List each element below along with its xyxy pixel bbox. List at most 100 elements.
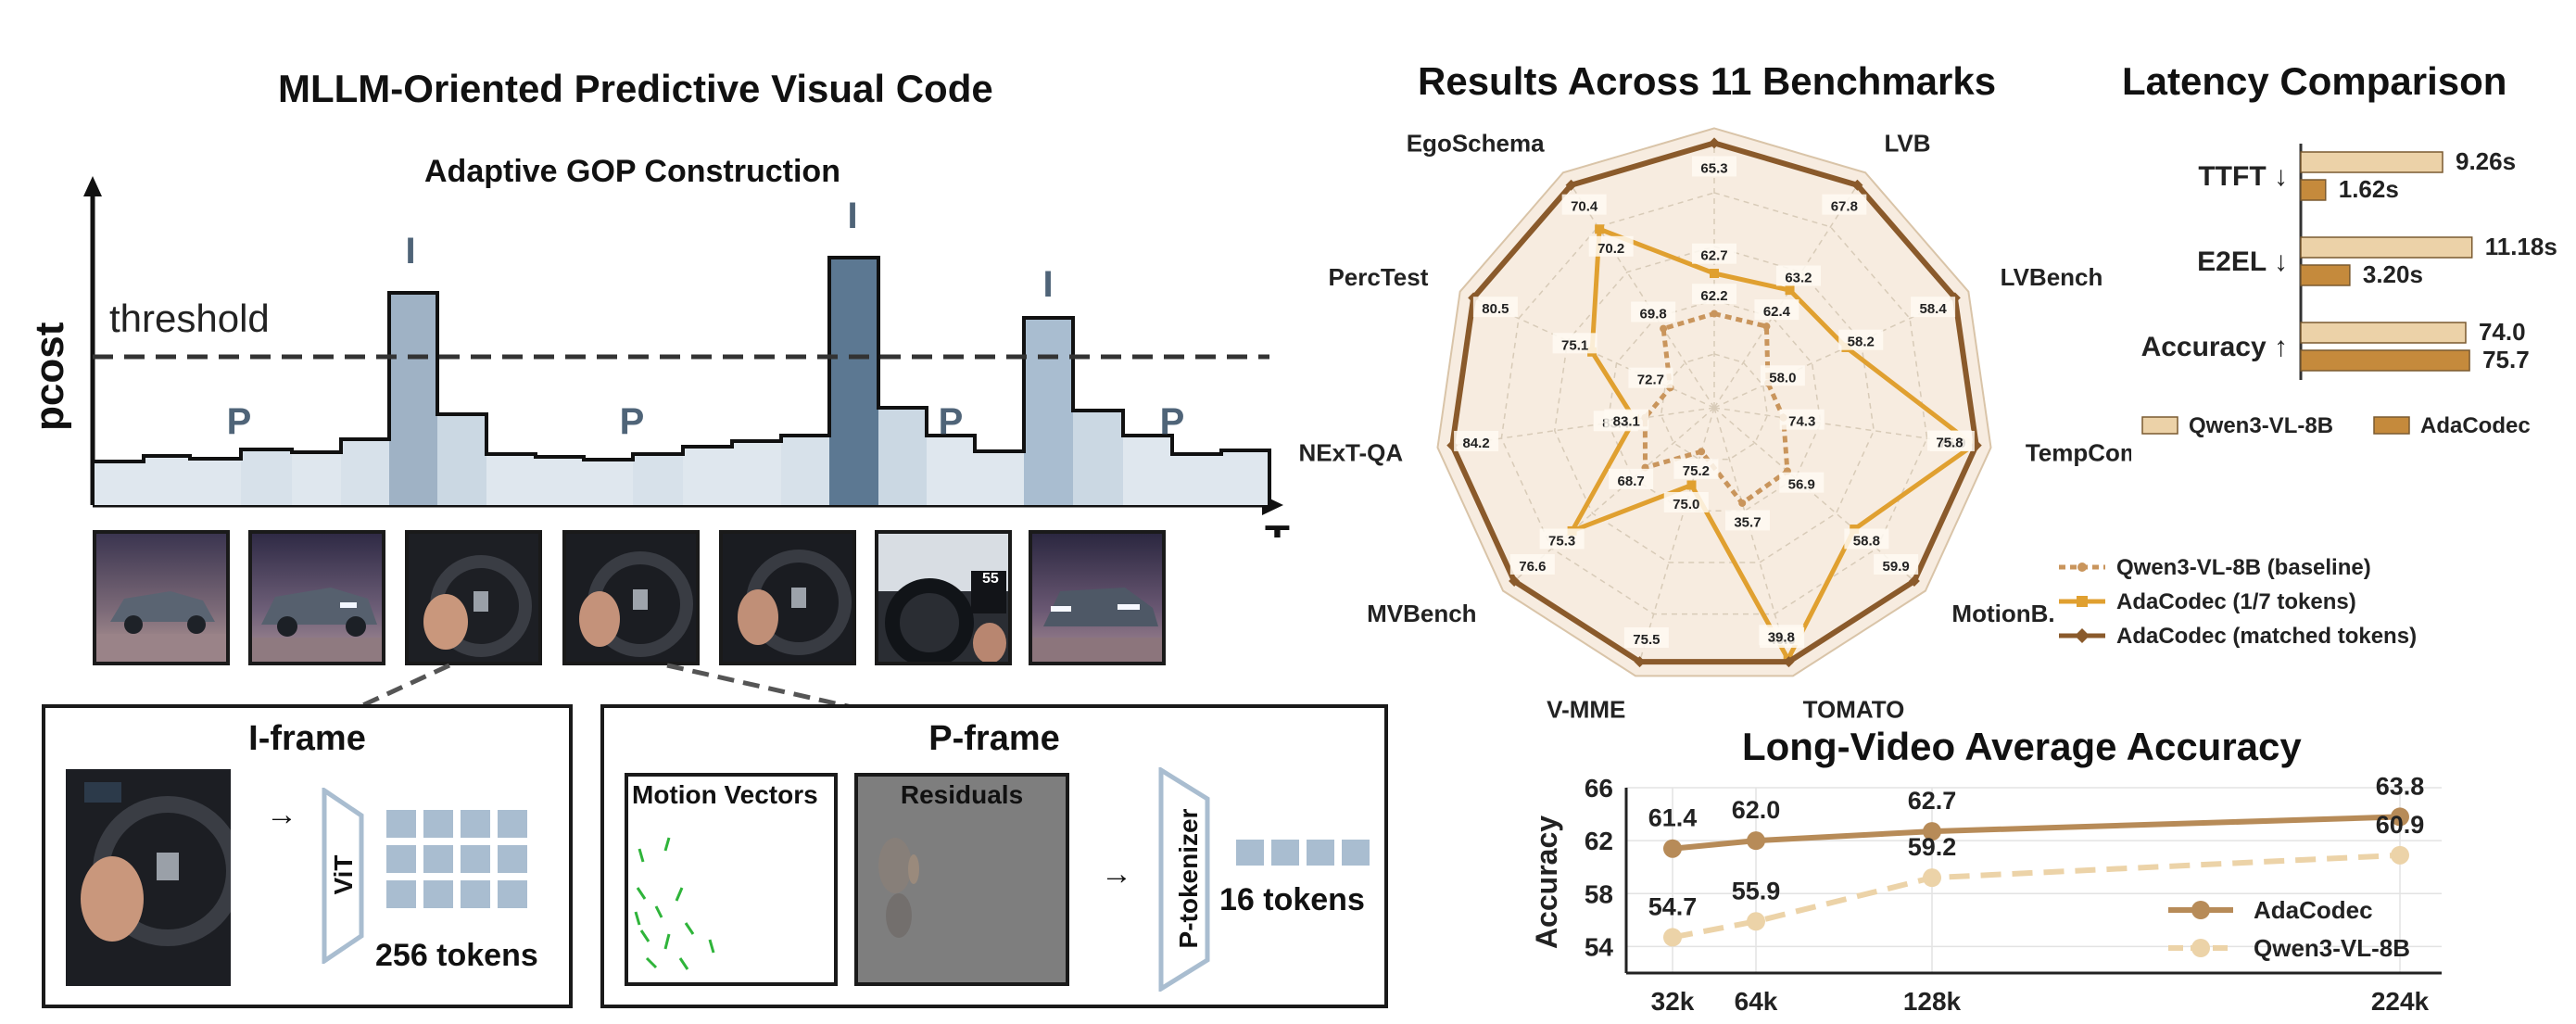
latency-value-qwen: 11.18s [2485, 233, 2557, 260]
radar-spoke [1713, 407, 1981, 448]
radar-value-label: 75.1 [1561, 337, 1588, 353]
gop-frame-bar [1123, 436, 1172, 505]
radar-value-bg [1844, 528, 1889, 550]
radar-point [1711, 310, 1718, 318]
gop-frame-bar [93, 461, 144, 505]
gop-frame-bar [975, 451, 1024, 505]
frame-thumbnail [562, 530, 700, 665]
line-point [2391, 845, 2409, 865]
gop-frame-bar [341, 439, 389, 505]
radar-point [1709, 137, 1720, 149]
legend-label: Qwen3-VL-8B (baseline) [2116, 555, 2371, 580]
gop-frame-bar [781, 436, 829, 505]
vit-label: ViT [329, 854, 358, 895]
gop-frame-bar [732, 441, 781, 505]
radar-point [1660, 324, 1668, 333]
radar-value-label: 70.4 [1571, 199, 1598, 215]
latency-bar-adacodec [2300, 179, 2327, 201]
radar-value-label: 76.6 [1519, 559, 1546, 575]
latency-value-qwen: 9.26s [2456, 147, 2516, 175]
radar-point [1509, 575, 1521, 588]
gop-frame-bar [190, 459, 241, 505]
line-series-adacodec [1672, 814, 2401, 852]
latency-bar-adacodec [2300, 264, 2351, 286]
frame-thumbnail [93, 530, 230, 665]
radar-point [1738, 499, 1747, 507]
legend-label: Qwen3-VL-8B [2254, 934, 2410, 962]
radar-value-label: 75.8 [1936, 436, 1963, 451]
radar-value-label: 63.2 [1785, 271, 1812, 286]
pframe-box: P-frame Motion Vectors Residuals → P-tok… [600, 704, 1388, 1008]
legend-item-adacodec-matched: AdaCodec (matched tokens) [2059, 624, 2417, 649]
frame-thumbnail [248, 530, 385, 665]
motion-vectors-label: Motion Vectors [632, 780, 818, 809]
radar-value-label: 75.5 [1633, 632, 1660, 648]
gop-frame-bar [927, 436, 975, 505]
gop-frame-bar [829, 258, 878, 505]
radar-value-bg [1822, 194, 1867, 215]
iframe-token-count: 256 tokens [375, 938, 538, 973]
radar-value-bg [1509, 553, 1555, 575]
radar-value-label: 62.4 [1763, 304, 1791, 320]
gop-frame-bar [389, 293, 437, 505]
gop-step-outline [91, 256, 1271, 505]
latency-row-label: E2EL ↓ [2197, 247, 2288, 277]
latency-row-label: Accuracy ↑ [2141, 332, 2288, 362]
latency-bar-adacodec [2300, 349, 2470, 372]
line-chart-title: Long-Video Average Accuracy [1742, 725, 2302, 768]
y-axis-label: Accuracy [1530, 815, 1563, 949]
radar-value-bg [1838, 329, 1884, 350]
gop-frame-bar [584, 460, 633, 505]
radar-point [1634, 656, 1646, 668]
radar-chart: MLVULVBLVBenchTempComp.MotionB.TOMATOV-M… [1298, 127, 2131, 723]
gop-frame-bar [878, 408, 927, 505]
frame-thumbnail [1029, 530, 1166, 665]
radar-point [1710, 269, 1719, 278]
radar-axis-label: V-MME [1547, 696, 1625, 723]
radar-axis-label: TOMATO [1803, 696, 1905, 723]
radar-value-bg [1588, 235, 1634, 257]
radar-axis-label: EgoSchema [1407, 130, 1545, 158]
frame-type-label: P [620, 401, 645, 442]
vit-encoder-shape [322, 788, 364, 964]
radar-value-bg [1663, 491, 1709, 512]
radar-grid-ring [1553, 246, 1875, 563]
radar-value-label: 58.2 [1848, 335, 1875, 350]
latency-bar-qwen [2300, 151, 2443, 173]
y-tick-label: 66 [1585, 774, 1613, 803]
radar-value-bg [1609, 468, 1654, 489]
radar-value-label: 62.2 [1700, 288, 1727, 304]
data-label: 59.2 [1908, 833, 1957, 861]
line-point [1747, 831, 1765, 851]
pframe-title: P-frame [928, 719, 1060, 758]
radar-spoke [1447, 407, 1715, 448]
radar-value-label: 65.3 [1700, 160, 1727, 176]
radar-value-bg [1779, 472, 1825, 493]
radar-value-bg [1631, 301, 1676, 322]
data-label: 60.9 [2376, 811, 2425, 839]
radar-value-bg [1539, 528, 1585, 550]
gop-bars [91, 256, 1271, 505]
radar-value-bg [1454, 430, 1499, 451]
radar-value-label: 58.8 [1853, 533, 1880, 549]
x-tick-label: 128k [1903, 987, 1962, 1016]
radar-value-label: 72.7 [1637, 373, 1664, 388]
radar-value-bg [1754, 299, 1799, 321]
radar-spoke [1713, 407, 1918, 585]
radar-grid-ring [1500, 192, 1928, 615]
data-label: 62.0 [1732, 796, 1781, 824]
pframe-token-count: 16 tokens [1219, 882, 1365, 917]
radar-axis-label: NExT-QA [1298, 438, 1403, 466]
radar-value-bg [1692, 156, 1736, 177]
y-tick-label: 54 [1585, 932, 1614, 961]
frame-type-label: I [847, 196, 857, 236]
legend-label: AdaCodec [2420, 413, 2531, 438]
radar-value-bg [1759, 625, 1804, 646]
legend-label: AdaCodec (1/7 tokens) [2116, 589, 2356, 614]
y-axis-arrow [83, 176, 102, 196]
line-chart-legend: AdaCodec Qwen3-VL-8B [2168, 896, 2410, 962]
radar-axis-labels: MLVULVBLVBenchTempComp.MotionB.TOMATOV-M… [1298, 130, 2131, 723]
ptokenizer-label: P-tokenizer [1174, 808, 1203, 949]
